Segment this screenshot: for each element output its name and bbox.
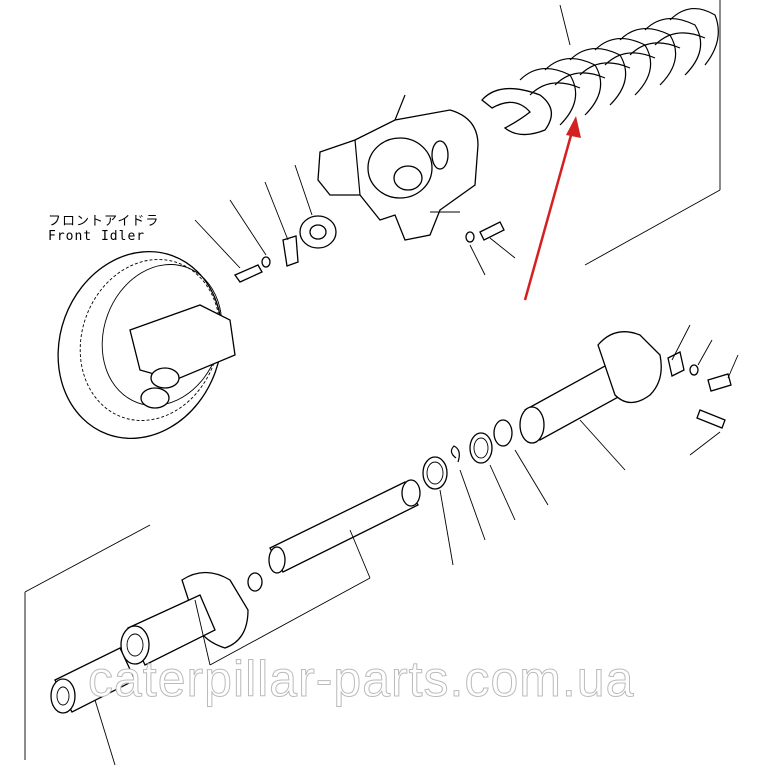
indicator-arrow bbox=[523, 116, 581, 301]
front-idler-label-en: Front Idler bbox=[48, 229, 146, 244]
watermark: caterpillar-parts.com.ua bbox=[87, 651, 635, 708]
hardware-upper bbox=[194, 164, 516, 283]
right-shaft-assembly bbox=[422, 324, 739, 566]
idler-shaft-assembly bbox=[50, 479, 421, 766]
frame-lines bbox=[24, 0, 721, 760]
recoil-spring bbox=[481, 4, 719, 136]
yoke bbox=[317, 94, 479, 241]
front-idler-label: フロントアイドラ Front Idler bbox=[48, 214, 159, 244]
front-idler-wheel bbox=[57, 250, 236, 440]
front-idler-label-jp: フロントアイドラ bbox=[48, 214, 160, 229]
